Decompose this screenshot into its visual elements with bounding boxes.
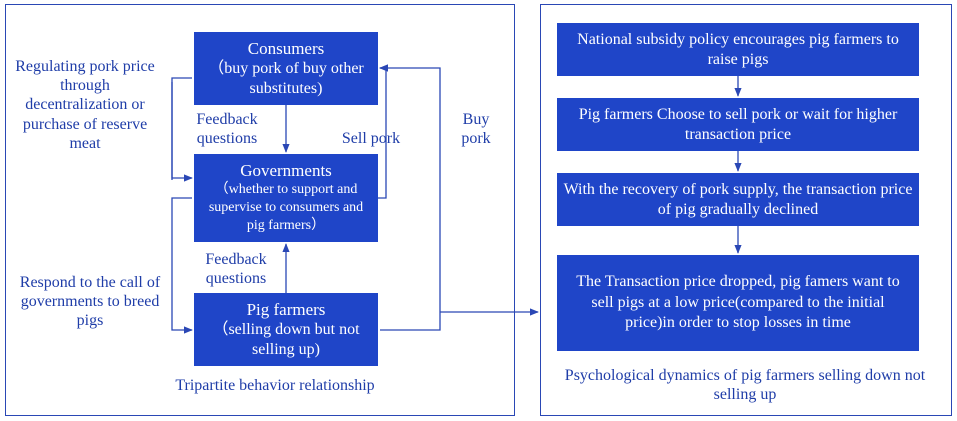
- pig-farmers-desc-2: selling up): [252, 340, 320, 358]
- pig-farmers-title: Pig farmers: [246, 299, 326, 319]
- respond-loop-arrow: [171, 197, 193, 334]
- left-caption: Tripartite behavior relationship: [175, 377, 375, 394]
- governments-title: Governments: [240, 160, 332, 180]
- right-caption: Psychological dynamics of pig farmers se…: [564, 367, 926, 404]
- consumers-title: Consumers: [247, 39, 325, 59]
- feedback-bottom-label: Feedback questions: [205, 251, 267, 288]
- right-panel: [540, 4, 952, 416]
- sell-pork-arrow: [378, 64, 389, 199]
- regulating-loop-arrow: [171, 77, 193, 182]
- feedback-top-label: Feedback questions: [196, 111, 258, 148]
- governments-desc-2: supervise to consumers and: [208, 199, 364, 215]
- pig-farmers-desc-1: （selling down but not: [212, 320, 360, 338]
- step-1-text: National subsidy policy encourages pig f…: [577, 30, 899, 68]
- consumers-desc: （buy pork of buy other substitutes): [208, 60, 364, 97]
- step-3-text: With the recovery of pork supply, the tr…: [563, 180, 913, 218]
- respond-label: Respond to the call of governments to br…: [19, 274, 161, 330]
- step-2-box: Pig farmers Choose to sell pork or wait …: [557, 98, 919, 151]
- governments-desc-3: pig farmers）: [246, 218, 326, 234]
- left-panel: [5, 4, 515, 416]
- buy-pork-arrow: [379, 64, 441, 331]
- buy-pork-label: Buy pork: [461, 111, 491, 148]
- governments-box: Governments （whether to support and supe…: [194, 154, 378, 242]
- step-4-text: The Transaction price dropped, pig famer…: [576, 272, 900, 332]
- pig-farmers-box: Pig farmers （selling down but not sellin…: [194, 293, 378, 366]
- step-2-text: Pig farmers Choose to sell pork or wait …: [578, 105, 898, 143]
- step-3-box: With the recovery of pork supply, the tr…: [557, 173, 919, 226]
- consumers-box: Consumers （buy pork of buy other substit…: [194, 32, 378, 105]
- step-4-box: The Transaction price dropped, pig famer…: [557, 255, 919, 351]
- governments-desc-1: （whether to support and: [214, 181, 358, 197]
- regulating-label: Regulating pork price through decentrali…: [15, 58, 155, 152]
- step-1-box: National subsidy policy encourages pig f…: [557, 23, 919, 76]
